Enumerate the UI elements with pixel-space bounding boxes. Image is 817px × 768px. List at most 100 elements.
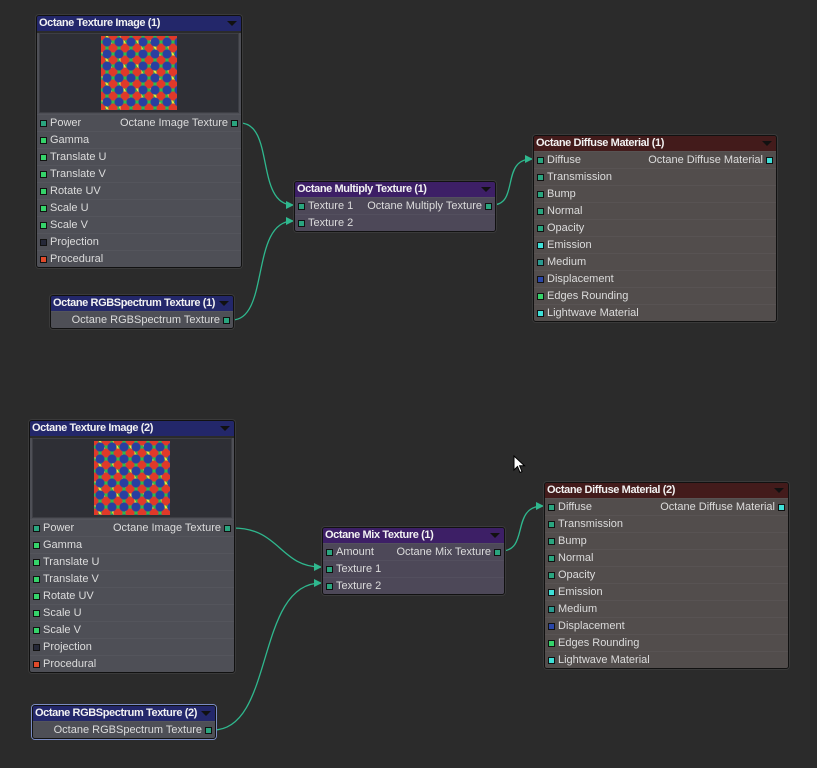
input-port[interactable]: [537, 310, 544, 317]
input-port[interactable]: [548, 572, 555, 579]
input-port[interactable]: [33, 559, 40, 566]
input-port[interactable]: [33, 610, 40, 617]
collapse-arrow-icon[interactable]: [227, 21, 237, 26]
input-port[interactable]: [537, 276, 544, 283]
input-port[interactable]: [537, 174, 544, 181]
input-port[interactable]: [326, 583, 333, 590]
node-header[interactable]: Octane Mix Texture (1): [323, 528, 504, 543]
input-port[interactable]: [537, 157, 544, 164]
input-port[interactable]: [548, 589, 555, 596]
collapse-arrow-icon[interactable]: [219, 301, 229, 306]
input-port[interactable]: [40, 120, 47, 127]
input-port[interactable]: [298, 220, 305, 227]
input-port[interactable]: [537, 293, 544, 300]
output-port[interactable]: [224, 525, 231, 532]
collapse-arrow-icon[interactable]: [490, 533, 500, 538]
input-port[interactable]: [33, 525, 40, 532]
input-port[interactable]: [33, 542, 40, 549]
wire-tex1-to-mul1-texture1: [239, 122, 294, 209]
input-port[interactable]: [40, 188, 47, 195]
collapse-arrow-icon[interactable]: [201, 711, 211, 716]
input-port[interactable]: [40, 256, 47, 263]
input-port[interactable]: [33, 576, 40, 583]
input-port[interactable]: [33, 593, 40, 600]
input-label: Scale V: [43, 624, 81, 636]
input-port[interactable]: [326, 549, 333, 556]
input-port[interactable]: [548, 623, 555, 630]
input-label: Amount: [336, 546, 374, 558]
input-port[interactable]: [326, 566, 333, 573]
collapse-arrow-icon[interactable]: [762, 141, 772, 146]
output-port[interactable]: [778, 504, 785, 511]
node-rgbspectrum-texture-1[interactable]: Octane RGBSpectrum Texture (1) Octane RG…: [50, 295, 234, 329]
output-port[interactable]: [231, 120, 238, 127]
input-port[interactable]: [40, 171, 47, 178]
output-port[interactable]: [205, 727, 212, 734]
input-port[interactable]: [548, 555, 555, 562]
output-row: Octane RGBSpectrum Texture: [33, 721, 215, 738]
node-header[interactable]: Octane RGBSpectrum Texture (2): [33, 706, 215, 721]
wire-rgb1-to-mul1-texture2: [231, 217, 294, 321]
collapse-arrow-icon[interactable]: [774, 488, 784, 493]
input-port[interactable]: [33, 644, 40, 651]
input-row: Displacement: [534, 270, 776, 287]
input-label: Texture 2: [336, 580, 382, 592]
input-port[interactable]: [40, 205, 47, 212]
input-port[interactable]: [40, 239, 47, 246]
node-title: Octane RGBSpectrum Texture (2): [35, 707, 198, 719]
input-row: Rotate UV: [30, 587, 234, 604]
input-label: Displacement: [547, 273, 614, 285]
input-port[interactable]: [548, 657, 555, 664]
input-row: Procedural: [30, 655, 234, 672]
input-port[interactable]: [548, 640, 555, 647]
output-label: Octane RGBSpectrum Texture: [53, 724, 202, 736]
output-port[interactable]: [223, 317, 230, 324]
input-port[interactable]: [40, 154, 47, 161]
input-port[interactable]: [298, 203, 305, 210]
collapse-arrow-icon[interactable]: [481, 187, 491, 192]
input-port[interactable]: [33, 661, 40, 668]
input-row: Scale U: [37, 199, 241, 216]
input-port[interactable]: [537, 191, 544, 198]
input-port[interactable]: [548, 504, 555, 511]
output-label: Octane RGBSpectrum Texture: [71, 314, 220, 326]
input-port[interactable]: [548, 521, 555, 528]
input-port[interactable]: [40, 137, 47, 144]
input-port[interactable]: [537, 242, 544, 249]
input-port[interactable]: [537, 259, 544, 266]
input-port[interactable]: [40, 222, 47, 229]
collapse-arrow-icon[interactable]: [220, 426, 230, 431]
node-header[interactable]: Octane Multiply Texture (1): [295, 182, 495, 197]
input-row: Opacity: [545, 566, 788, 583]
input-label: Texture 1: [336, 563, 382, 575]
node-header[interactable]: Octane Texture Image (2): [30, 421, 234, 436]
input-row: Normal: [534, 202, 776, 219]
input-row: Medium: [534, 253, 776, 270]
input-row: Texture 1: [323, 560, 504, 577]
input-port[interactable]: [548, 606, 555, 613]
input-label: Medium: [558, 603, 598, 615]
input-row: Rotate UV: [37, 182, 241, 199]
input-port[interactable]: [537, 208, 544, 215]
node-header[interactable]: Octane Texture Image (1): [37, 16, 241, 31]
input-row: Translate U: [37, 148, 241, 165]
node-header[interactable]: Octane Diffuse Material (1): [534, 136, 776, 151]
node-rgbspectrum-texture-2[interactable]: Octane RGBSpectrum Texture (2) Octane RG…: [32, 705, 216, 739]
output-port[interactable]: [766, 157, 773, 164]
input-label: Lightwave Material: [558, 654, 650, 666]
node-header[interactable]: Octane Diffuse Material (2): [545, 483, 788, 498]
node-header[interactable]: Octane RGBSpectrum Texture (1): [51, 296, 233, 311]
output-port[interactable]: [494, 549, 501, 556]
input-port[interactable]: [537, 225, 544, 232]
input-port[interactable]: [33, 627, 40, 634]
input-port[interactable]: [548, 538, 555, 545]
output-port[interactable]: [485, 203, 492, 210]
